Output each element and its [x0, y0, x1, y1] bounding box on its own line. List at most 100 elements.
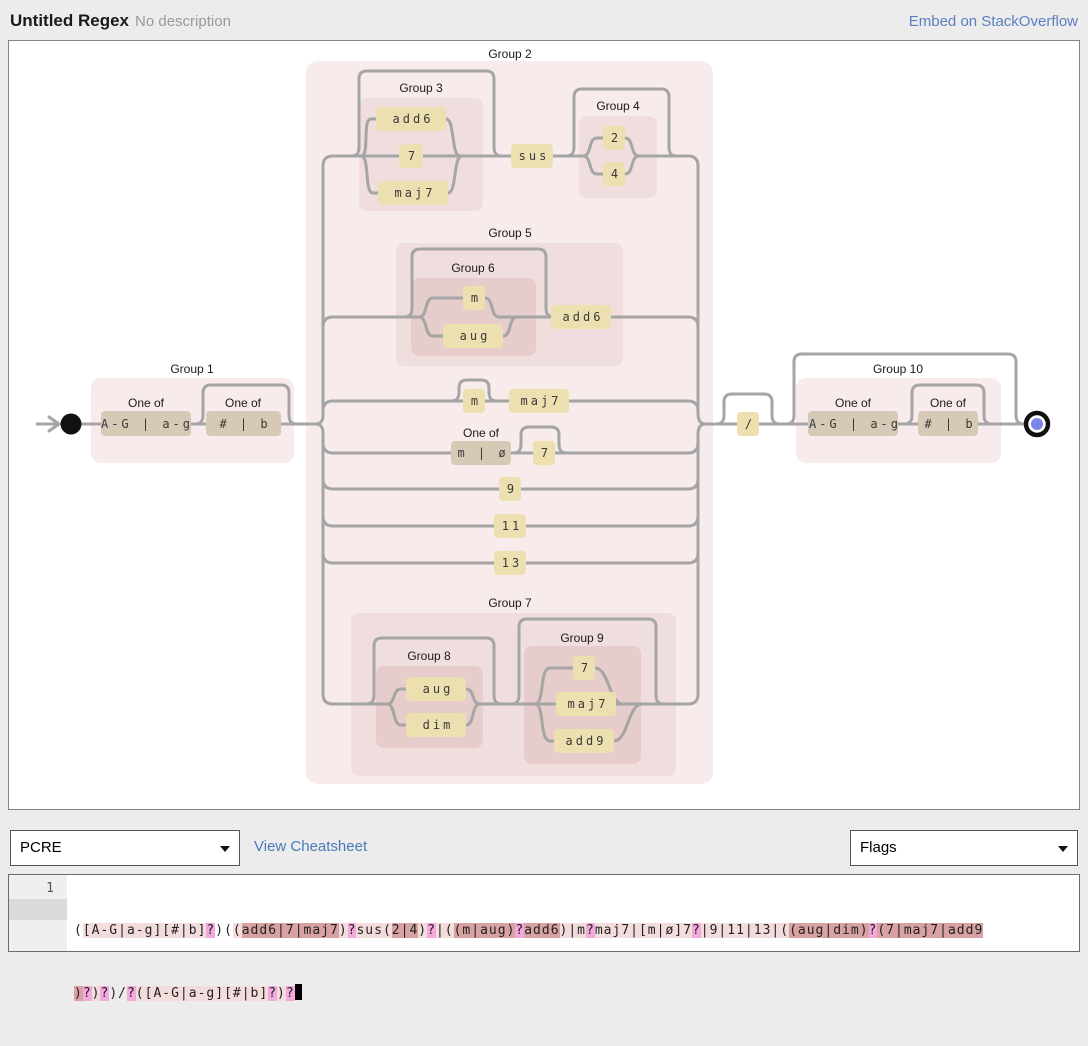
- atom-text: add9: [566, 734, 607, 748]
- page-title: Untitled Regex: [10, 11, 130, 30]
- atom-text: m | ø: [457, 446, 508, 460]
- regex-token: ?: [427, 923, 436, 938]
- regex-editor[interactable]: 1 ([A-G|a-g][#|b]?)((add6|7|maj7)?sus(2|…: [8, 874, 1080, 1001]
- line-number: 1: [46, 881, 54, 896]
- regex-token: (: [789, 923, 798, 938]
- regex-token: maj7|: [594, 923, 639, 938]
- regex-token: /: [118, 986, 127, 1001]
- atom-text: m: [471, 394, 481, 408]
- regex-token: |9|11|13|: [700, 923, 781, 938]
- atom-text: /: [745, 417, 755, 431]
- atom-text: m: [471, 291, 481, 305]
- page-subtitle: No description: [135, 13, 231, 30]
- regex-token: ): [215, 923, 225, 938]
- charclass-box: [101, 411, 191, 436]
- railroad-diagram-panel: A-G | a-g # | b add6 7 maj7 sus 2 4 m au…: [8, 40, 1080, 810]
- group-label: Group 10: [873, 362, 923, 376]
- view-cheatsheet-link[interactable]: View Cheatsheet: [254, 838, 368, 855]
- atom-text: 7: [541, 446, 551, 460]
- header: Untitled Regex No description Embed on St…: [0, 0, 1088, 40]
- regex-token: [#|b]: [224, 986, 269, 1001]
- charclass-box: [451, 441, 511, 465]
- regex-token: |: [435, 923, 445, 938]
- regex-token: ?: [206, 923, 216, 938]
- regex-token: ): [277, 986, 286, 1001]
- regex-token: 2|4: [391, 923, 419, 938]
- regex-token: ?: [100, 986, 110, 1001]
- regex-token: ?: [586, 923, 595, 938]
- flags-select[interactable]: Flags: [850, 830, 1078, 866]
- charclass-box: [808, 411, 898, 436]
- atom-text: A-G | a-g: [809, 417, 901, 431]
- atom-text: 11: [502, 519, 522, 533]
- literal-box: [556, 692, 616, 716]
- regex-token: ?: [268, 986, 278, 1001]
- literal-box: [399, 144, 423, 168]
- charclass-box: [918, 411, 978, 436]
- regex-token: ?: [868, 923, 878, 938]
- regex-token: ?: [691, 923, 701, 938]
- railroad-diagram: A-G | a-g # | b add6 7 maj7 sus 2 4 m au…: [35, 47, 1051, 784]
- literal-box: [573, 656, 595, 680]
- atom-text: aug: [460, 329, 491, 343]
- group-label: Group 1: [170, 362, 214, 376]
- regex-line[interactable]: ([A-G|a-g][#|b]?)((add6|7|maj7)?sus(2|4)…: [74, 920, 984, 941]
- atom-texts: A-G | a-g # | b add6 7 maj7 sus 2 4 m au…: [101, 112, 973, 748]
- regex-token: |m: [568, 923, 587, 938]
- regex-token: [A-G|a-g]: [144, 986, 225, 1001]
- editor-gutter: 1: [9, 875, 67, 951]
- literal-box: [554, 729, 614, 753]
- atom-text: dim: [423, 718, 454, 732]
- atom-text: 4: [611, 167, 621, 181]
- regex-token: [#|b]: [162, 923, 207, 938]
- regex-token: ?: [82, 986, 92, 1001]
- regex-token: (: [74, 923, 83, 938]
- one-of-label: One of: [225, 396, 262, 410]
- regex-token: ?: [126, 986, 136, 1001]
- regex-code[interactable]: ([A-G|a-g][#|b]?)((add6|7|maj7)?sus(2|4)…: [74, 878, 984, 1046]
- atom-text: maj7: [568, 697, 609, 711]
- flavor-select[interactable]: PCRE: [10, 830, 240, 866]
- one-of-label: One of: [930, 396, 967, 410]
- literal-box: [737, 412, 759, 436]
- atom-text: add6: [393, 112, 434, 126]
- atom-text: 7: [408, 149, 418, 163]
- literal-box: [603, 162, 625, 186]
- regex-line[interactable]: )?)?)/?([A-G|a-g][#|b]?)?: [74, 983, 983, 1004]
- atom-text: maj7: [395, 186, 436, 200]
- regex-token: ): [74, 986, 83, 1001]
- literal-box: [533, 441, 555, 465]
- regex-token: 7|maj7|add9: [886, 923, 984, 938]
- regex-token: (: [382, 923, 392, 938]
- atom-text: maj7: [521, 394, 562, 408]
- regex-token: sus: [356, 923, 383, 938]
- regex-token: add6: [524, 923, 560, 938]
- embed-stackoverflow-link[interactable]: Embed on StackOverflow: [908, 13, 1078, 30]
- regex-token: m|aug: [462, 923, 507, 938]
- atom-text: 9: [507, 482, 517, 496]
- chevron-down-icon: [220, 846, 230, 852]
- regex-token: ): [418, 923, 428, 938]
- literal-box: [376, 107, 446, 131]
- group-label: Group 7: [488, 596, 532, 610]
- group-2-rect: [306, 61, 713, 784]
- regex-token: ?: [347, 923, 357, 938]
- text-cursor: [294, 984, 302, 1000]
- atom-text: A-G | a-g: [101, 417, 193, 431]
- group-label: Group 5: [488, 226, 532, 240]
- literal-box: [378, 181, 448, 205]
- literal-box: [499, 477, 521, 501]
- group-1-rect: [91, 378, 294, 463]
- regex-token: ): [559, 923, 569, 938]
- regex-token: aug|dim: [797, 923, 860, 938]
- atom-boxes: [101, 107, 978, 753]
- charclass-box: [206, 411, 281, 436]
- one-of-label: One of: [835, 396, 872, 410]
- regex-token: [m|ø]: [638, 923, 684, 938]
- group-label: Group 6: [451, 261, 495, 275]
- regex-token: ): [859, 923, 869, 938]
- atom-text: 2: [611, 131, 621, 145]
- atom-text: add6: [563, 310, 604, 324]
- regex-token: 7: [683, 923, 692, 938]
- group-label: Group 8: [407, 649, 451, 663]
